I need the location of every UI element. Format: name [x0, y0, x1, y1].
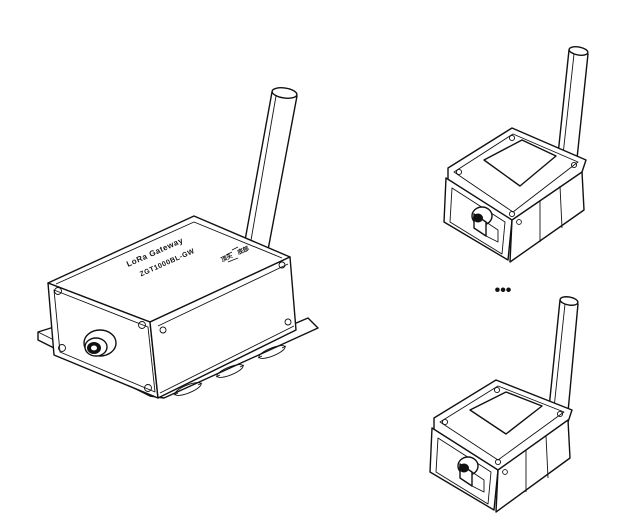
ellipsis-more-nodes: ••• — [495, 282, 512, 299]
connector-icon — [83, 329, 117, 357]
lora-node-device-2 — [429, 296, 579, 513]
lora-node-device-1 — [443, 46, 589, 263]
antenna-icon — [548, 296, 579, 413]
connector-icon — [471, 206, 499, 243]
connector-icon — [457, 456, 485, 493]
lora-gateway-device: LoRa Gateway ZGT1000BL-GW 顶头 底部 — [37, 87, 319, 399]
antenna-icon — [243, 87, 298, 251]
